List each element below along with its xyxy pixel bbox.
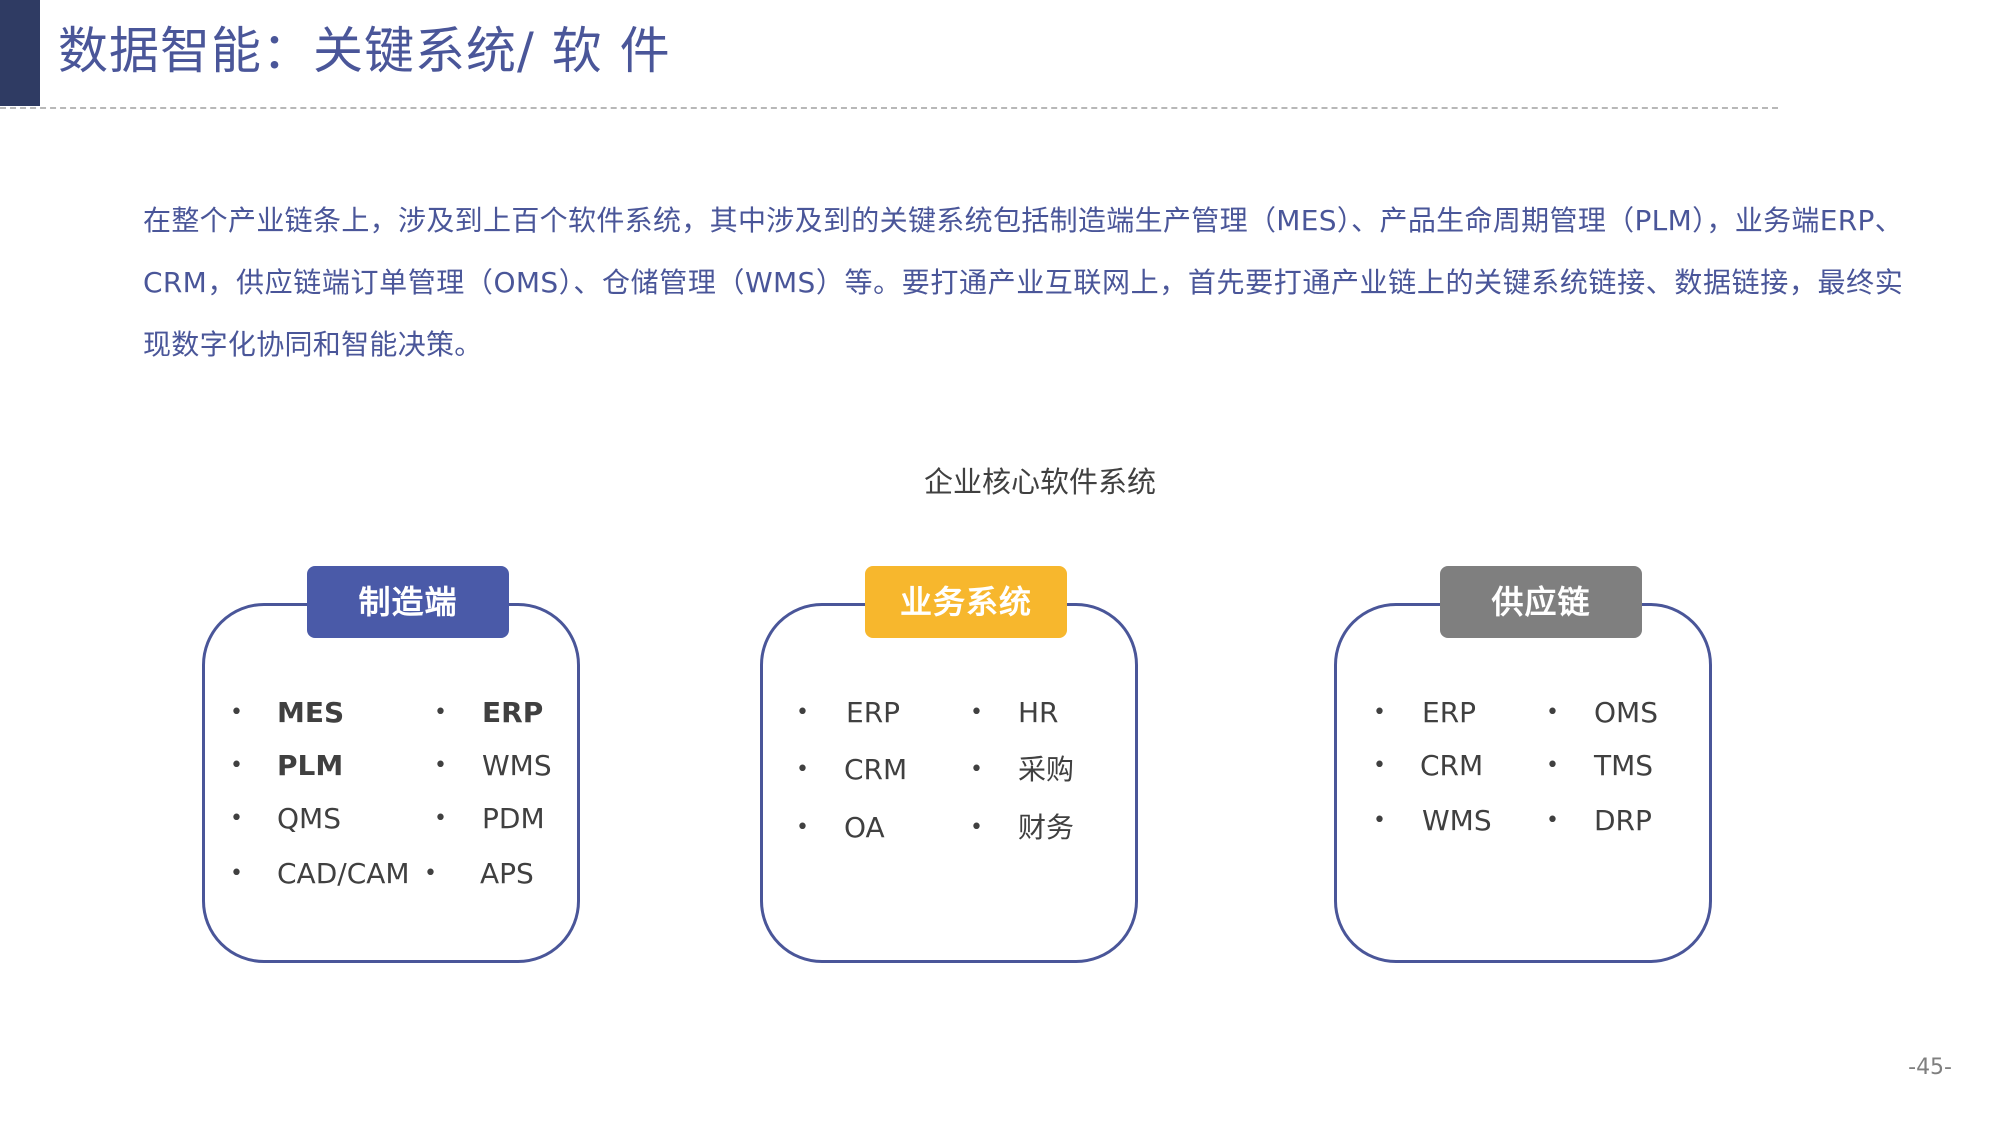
bullet: •: [1546, 700, 1559, 725]
bullet: •: [1373, 808, 1386, 833]
list-item: ERP: [1422, 696, 1477, 729]
bullet: •: [230, 861, 243, 886]
bullet: •: [230, 700, 243, 725]
bullet: •: [434, 700, 447, 725]
bullet: •: [970, 815, 983, 840]
bullet: •: [230, 753, 243, 778]
list-item: ERP: [482, 696, 544, 729]
page-number: -45-: [1908, 1055, 1952, 1080]
bullet: •: [434, 806, 447, 831]
list-item: APS: [480, 857, 534, 890]
list-item: ERP: [846, 696, 901, 729]
bullet: •: [1373, 700, 1386, 725]
bullet: •: [796, 757, 809, 782]
bullet: •: [1546, 808, 1559, 833]
card-business-title: 业务系统: [865, 566, 1067, 638]
bullet: •: [970, 757, 983, 782]
bullet: •: [1373, 753, 1386, 778]
page-title: 数据智能：关键系统/ 软 件: [58, 22, 671, 80]
list-item: 采购: [1018, 753, 1075, 786]
list-item: MES: [277, 696, 345, 729]
list-item: 财务: [1018, 811, 1075, 844]
card-business: [760, 603, 1138, 963]
bullet: •: [1546, 753, 1559, 778]
bullet: •: [796, 815, 809, 840]
card-supply-chain: [1334, 603, 1712, 963]
list-item: PLM: [277, 749, 344, 782]
list-item: DRP: [1594, 804, 1652, 837]
bullet: •: [424, 861, 437, 886]
bullet: •: [434, 753, 447, 778]
intro-paragraph: 在整个产业链条上，涉及到上百个软件系统，其中涉及到的关键系统包括制造端生产管理（…: [143, 204, 1903, 361]
list-item: CAD/CAM: [277, 857, 410, 890]
list-item: HR: [1018, 696, 1059, 729]
list-item: OA: [844, 811, 885, 844]
bullet: •: [970, 700, 983, 725]
list-item: OMS: [1594, 696, 1658, 729]
list-item: CRM: [1420, 749, 1484, 782]
bullet: •: [230, 806, 243, 831]
title-divider: [0, 107, 1778, 109]
list-item: PDM: [482, 802, 545, 835]
title-accent-bar: [0, 0, 40, 106]
card-manufacturing-title: 制造端: [307, 566, 509, 638]
bullet: •: [796, 700, 809, 725]
list-item: CRM: [844, 753, 908, 786]
list-item: QMS: [277, 802, 341, 835]
section-heading: 企业核心软件系统: [923, 465, 1156, 499]
list-item: WMS: [482, 749, 552, 782]
card-supply-chain-title: 供应链: [1440, 566, 1642, 638]
list-item: TMS: [1594, 749, 1654, 782]
list-item: WMS: [1422, 804, 1492, 837]
